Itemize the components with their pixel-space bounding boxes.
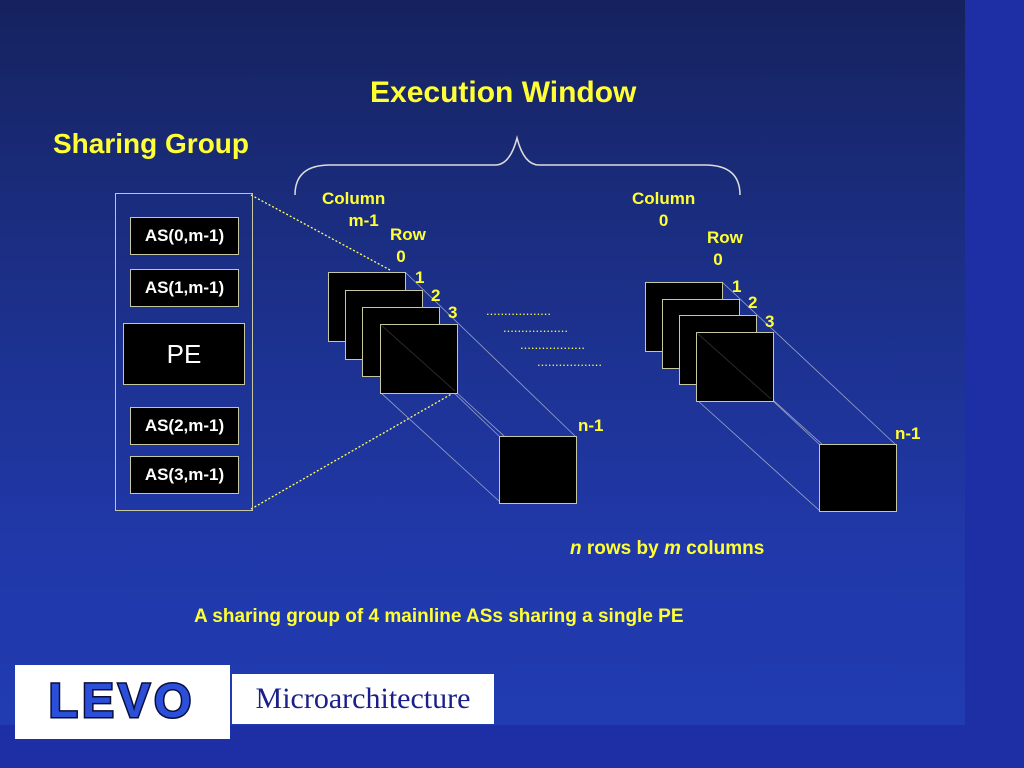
row-3-label-col-0: 3 (765, 312, 775, 331)
ellipsis-row-3: .................. (537, 354, 603, 369)
as-box-2: AS(2,m-1) (130, 407, 239, 445)
levo-logo: LEVO (15, 665, 230, 739)
row-label-col-m1: Row 0 (390, 225, 426, 266)
as-square-row-n1-col-m1 (499, 436, 577, 504)
row-3-label-col-m1: 3 (448, 303, 458, 322)
row-label-col-0: Row 0 (707, 228, 743, 269)
row-n1-label-col-0: n-1 (895, 424, 921, 443)
zoom-line-bottom (250, 391, 456, 510)
column-m1-label: Column m-1 (322, 189, 386, 230)
svg-text:LEVO: LEVO (49, 675, 196, 728)
sharing-group-title: Sharing Group (53, 128, 249, 159)
as-square-row-n1-col-0 (819, 444, 897, 512)
row-2-label-col-m1: 2 (431, 286, 441, 305)
row-n1-label-col-m1: n-1 (578, 416, 604, 435)
microarchitecture-label: Microarchitecture (232, 674, 494, 724)
as-box-3: AS(3,m-1) (130, 456, 239, 494)
row-2-label-col-0: 2 (748, 293, 758, 312)
as-box-0: AS(0,m-1) (130, 217, 239, 255)
execution-window-title: Execution Window (370, 76, 637, 109)
row-1-label-col-0: 1 (732, 277, 742, 296)
execution-window-brace (294, 135, 741, 196)
m-variable: m (663, 538, 681, 559)
levo-logo-graphic: LEVO (47, 674, 196, 730)
ellipsis-row-0: .................. (486, 303, 552, 318)
pe-box: PE (123, 323, 245, 385)
as-box-1: AS(1,m-1) (130, 269, 239, 307)
n-variable: n (570, 538, 582, 559)
ellipsis-row-1: .................. (503, 320, 569, 335)
column-0-label: Column 0 (632, 189, 696, 230)
sharing-group-caption: A sharing group of 4 mainline ASs sharin… (194, 606, 684, 627)
slide-edge-right (965, 0, 1024, 768)
row-1-label-col-m1: 1 (415, 268, 425, 287)
dimensions-caption: n rows by m columns (570, 538, 765, 559)
sharing-group-frame (115, 193, 253, 511)
ellipsis-row-2: .................. (520, 337, 586, 352)
